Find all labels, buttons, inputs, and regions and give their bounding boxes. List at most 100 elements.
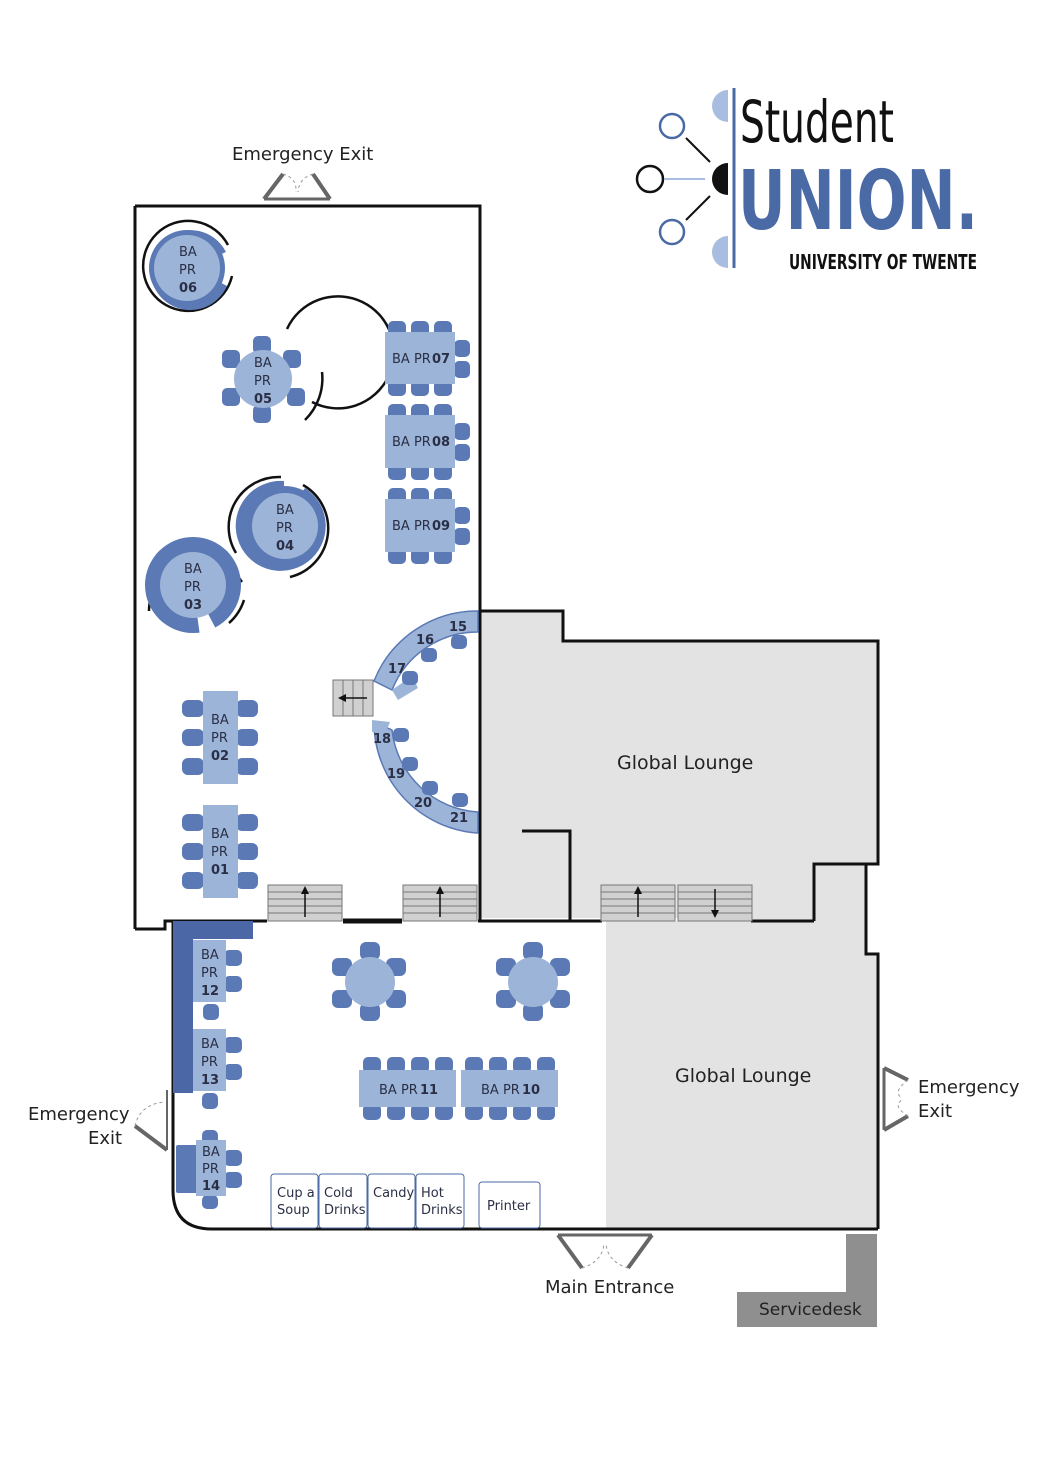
chairs-11 — [363, 1057, 453, 1120]
chairs-13 — [202, 1037, 242, 1109]
table-06-line2: PR — [179, 263, 196, 278]
global-lounge-lower-area — [606, 864, 878, 1229]
table-01-line2: PR — [211, 845, 228, 860]
round-table-lower-left[interactable] — [332, 942, 406, 1021]
chairs-05 — [222, 336, 305, 423]
table-ba-pr-07[interactable]: BA PR 07 — [385, 321, 470, 396]
bar-seat-16: 16 — [416, 633, 434, 648]
table-ba-pr-09[interactable]: BA PR 09 — [385, 488, 470, 564]
emergency-exit-left-label-1: Emergency — [28, 1104, 130, 1125]
emergency-exit-left-label-2: Exit — [88, 1128, 122, 1149]
bar-counter: 15 16 17 18 19 20 21 — [372, 610, 479, 834]
emergency-exit-top — [262, 172, 332, 201]
table-ba-pr-04[interactable]: BA PR 04 — [227, 475, 330, 579]
chairs-02 — [182, 700, 258, 775]
table-10-label: BA PR — [481, 1083, 520, 1098]
logo-word-university: UNIVERSITY OF TWENTE — [789, 250, 977, 274]
servicedesk-label: Servicedesk — [759, 1300, 862, 1320]
logo-word-union: UNION. — [738, 154, 978, 249]
table-13-line1: BA — [201, 1037, 219, 1052]
cup-soup-line2: Soup — [277, 1203, 310, 1218]
cold-drinks-line2: Drinks — [324, 1203, 366, 1218]
hot-drinks-line2: Drinks — [421, 1203, 463, 1218]
table-11-label: BA PR — [379, 1083, 418, 1098]
table-10-number: 10 — [522, 1083, 540, 1098]
table-ba-pr-06[interactable]: BA PR 06 — [141, 219, 234, 313]
chairs-01 — [182, 814, 258, 889]
table-01-line1: BA — [211, 827, 229, 842]
emergency-exit-right-label-1: Emergency — [918, 1077, 1020, 1098]
table-ba-pr-11[interactable]: BA PR 11 — [359, 1057, 456, 1120]
stairs-4 — [677, 884, 753, 922]
table-ba-pr-08[interactable]: BA PR 08 — [385, 404, 470, 480]
table-11-number: 11 — [420, 1083, 438, 1098]
table-02-line2: PR — [211, 731, 228, 746]
counter-strip-top — [173, 921, 253, 939]
stairs — [267, 679, 753, 922]
vending-cup-a-soup[interactable]: Cup a Soup — [270, 1173, 319, 1229]
table-01-number: 01 — [211, 863, 229, 878]
table-04-number: 04 — [276, 539, 294, 554]
emergency-exit-left — [133, 1090, 169, 1152]
global-lounge-upper-area — [480, 611, 878, 921]
printer[interactable]: Printer — [478, 1181, 541, 1229]
table-ba-pr-14[interactable]: BA PR 14 — [176, 1130, 242, 1209]
table-05-number: 05 — [254, 392, 272, 407]
table-ba-pr-12[interactable]: BA PR 12 — [193, 940, 242, 1020]
walls — [133, 204, 880, 1231]
table-03-number: 03 — [184, 598, 202, 613]
main-entrance-label: Main Entrance — [545, 1277, 674, 1298]
table-14-number: 14 — [202, 1179, 220, 1194]
table-12-line2: PR — [201, 966, 218, 981]
logo-word-student: Student — [740, 88, 894, 156]
table-04-line2: PR — [276, 521, 293, 536]
stairs-bar — [332, 679, 374, 717]
table-07-number: 07 — [432, 352, 450, 367]
chairs-10 — [465, 1057, 555, 1120]
bar-seat-15: 15 — [449, 620, 467, 635]
counter-strip — [173, 921, 193, 1093]
emergency-exit-right — [882, 1066, 910, 1132]
table-12-line1: BA — [201, 948, 219, 963]
candy-line1: Candy — [373, 1186, 415, 1201]
emergency-exit-top-label: Emergency Exit — [232, 144, 373, 165]
chairs-12 — [203, 950, 242, 1020]
printer-label: Printer — [487, 1199, 531, 1214]
vending-hot-drinks[interactable]: Hot Drinks — [415, 1173, 465, 1229]
vending-cold-drinks[interactable]: Cold Drinks — [318, 1173, 368, 1229]
bar-seat-19: 19 — [387, 767, 405, 782]
table-06-number: 06 — [179, 281, 197, 296]
table-02-number: 02 — [211, 749, 229, 764]
table-05-line2: PR — [254, 374, 271, 389]
bar-seat-17: 17 — [388, 662, 406, 677]
table-06-line1: BA — [179, 245, 197, 260]
bar-stools — [393, 635, 468, 807]
table-ba-pr-05[interactable]: BA PR 05 — [222, 295, 396, 423]
stairs-1 — [267, 884, 343, 922]
stairs-3 — [600, 884, 676, 922]
table-09-label: BA PR — [392, 519, 431, 534]
cup-soup-line1: Cup a — [277, 1186, 315, 1201]
bar-seat-18: 18 — [373, 732, 391, 747]
table-ba-pr-13[interactable]: BA PR 13 — [193, 1029, 242, 1109]
table-ba-pr-01[interactable]: BA PR 01 — [182, 805, 258, 898]
bar-seat-20: 20 — [414, 796, 432, 811]
global-lounge-lower-label: Global Lounge — [675, 1065, 811, 1087]
table-07-label: BA PR — [392, 352, 431, 367]
bar-seat-21: 21 — [450, 811, 468, 826]
table-ba-pr-10[interactable]: BA PR 10 — [461, 1057, 558, 1120]
emergency-exit-right-label-2: Exit — [918, 1101, 952, 1122]
table-13-number: 13 — [201, 1073, 219, 1088]
round-table-lower-right[interactable] — [496, 942, 570, 1021]
global-lounge-upper-label: Global Lounge — [617, 752, 753, 774]
table-03-line2: PR — [184, 580, 201, 595]
student-union-logo: Student UNION. UNIVERSITY OF TWENTE — [635, 88, 978, 274]
table-08-label: BA PR — [392, 435, 431, 450]
vending-candy[interactable]: Candy — [367, 1173, 416, 1229]
table-04-line1: BA — [276, 503, 294, 518]
cold-drinks-line1: Cold — [324, 1186, 353, 1201]
table-ba-pr-02[interactable]: BA PR 02 — [182, 691, 258, 784]
table-14-line2: PR — [202, 1162, 219, 1177]
logo-emblem — [635, 88, 736, 268]
table-ba-pr-03[interactable]: BA PR 03 — [145, 537, 246, 636]
